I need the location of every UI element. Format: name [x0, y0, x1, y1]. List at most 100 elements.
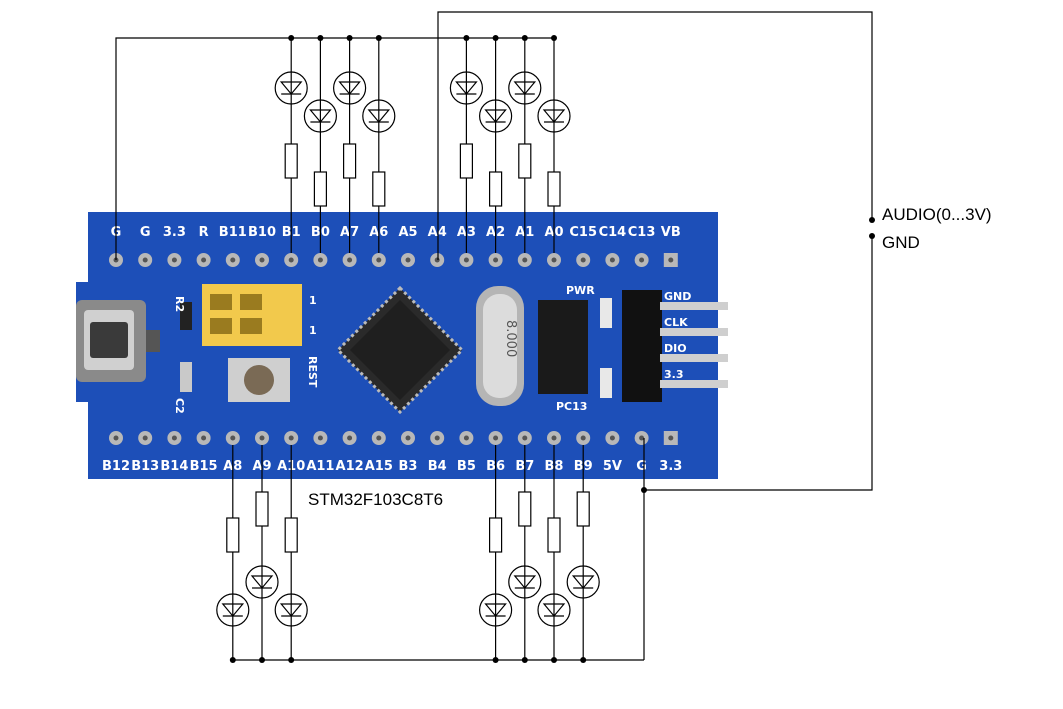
led-symbol: [303, 99, 337, 133]
top-bus-wire: [115, 37, 556, 260]
top-pin-label: B10: [248, 225, 276, 240]
resistor-symbol: [489, 171, 503, 207]
pad-hole: [668, 435, 674, 441]
led-symbol: [449, 71, 483, 105]
pad-hole: [609, 257, 615, 263]
reset-label: REST: [306, 356, 319, 388]
header-label-clk: CLK: [664, 316, 688, 329]
pad-hole: [259, 435, 265, 441]
pad-hole: [551, 435, 557, 441]
bottom-pin-label: A11: [306, 459, 334, 474]
bottom-pin-label: A12: [336, 459, 364, 474]
c2-capacitor: [180, 362, 192, 392]
resistor-symbol: [255, 491, 269, 527]
jumper-mark-2: 1: [309, 324, 317, 337]
pad-hole: [230, 257, 236, 263]
gnd-label: GND: [882, 233, 920, 252]
bottom-pin-label: B3: [399, 459, 418, 474]
pad-hole: [405, 435, 411, 441]
resistor-symbol: [518, 491, 532, 527]
resistor-symbol: [489, 517, 503, 553]
pad-hole: [463, 257, 469, 263]
jumper-mark-1: 1: [309, 294, 317, 307]
pad-hole: [347, 257, 353, 263]
pad-hole: [201, 435, 207, 441]
r2-resistor: [180, 302, 192, 330]
header-label-dio: DIO: [664, 342, 687, 355]
bottom-pin-label: B4: [428, 459, 447, 474]
pad-hole: [522, 257, 528, 263]
top-pin-label: 3.3: [163, 225, 186, 240]
led-symbol: [508, 565, 542, 599]
pad-hole: [376, 435, 382, 441]
resistor-symbol: [518, 143, 532, 179]
chip-name-label: STM32F103C8T6: [308, 490, 443, 509]
top-pin-label: A5: [398, 225, 417, 240]
resistor-symbol: [459, 143, 473, 179]
crystal-label: 8.000: [503, 320, 518, 357]
pad-hole: [142, 257, 148, 263]
pad-hole: [668, 257, 674, 263]
led-symbol: [245, 565, 279, 599]
reset-button: REST: [228, 356, 319, 402]
pwr-led: [600, 298, 612, 328]
junction-dot: [229, 657, 236, 663]
audio-input-wire: [437, 11, 873, 260]
resistor-symbol: [313, 171, 327, 207]
top-pin-label: C13: [628, 225, 656, 240]
led-symbol: [566, 565, 600, 599]
header-label-gnd: GND: [664, 290, 691, 303]
resistor-symbol: [547, 517, 561, 553]
audio-gnd-wire: [644, 236, 873, 491]
pad-hole: [580, 257, 586, 263]
top-pin-label: B11: [219, 225, 247, 240]
pad-hole: [493, 257, 499, 263]
pad-hole: [580, 435, 586, 441]
bottom-pin-label: G: [636, 459, 647, 474]
usb-connector: [76, 300, 160, 382]
top-pin-label: G: [140, 225, 151, 240]
top-pin-label: R: [199, 225, 209, 240]
led-symbol: [537, 99, 571, 133]
junction-dot: [492, 657, 499, 663]
mcu-chip: [335, 285, 465, 415]
led-symbol: [274, 593, 308, 627]
r2-label: R2: [173, 296, 186, 312]
pad-hole: [639, 257, 645, 263]
top-pin-label: C15: [569, 225, 597, 240]
led-symbol: [479, 593, 513, 627]
pad-hole: [317, 435, 323, 441]
pad-hole: [230, 435, 236, 441]
pad-hole: [347, 435, 353, 441]
pc13-led: [600, 368, 612, 398]
junction-dot: [580, 657, 587, 663]
pad-hole: [551, 257, 557, 263]
bottom-pin-label: B14: [160, 459, 188, 474]
pad-hole: [201, 257, 207, 263]
header-label-3v3: 3.3: [664, 368, 684, 381]
pad-hole: [288, 257, 294, 263]
junction-dot: [521, 657, 528, 663]
gnd-terminal: [869, 233, 875, 239]
pad-hole: [376, 257, 382, 263]
voltage-regulator: [538, 300, 588, 394]
pad-hole: [288, 435, 294, 441]
wires: [115, 11, 873, 661]
audio-label: AUDIO(0...3V): [882, 205, 992, 224]
junction-dot: [288, 35, 295, 41]
resistor-symbol: [284, 517, 298, 553]
junction-dot: [521, 35, 528, 41]
led-symbol: [479, 99, 513, 133]
resistor-symbol: [226, 517, 240, 553]
pad-hole: [639, 435, 645, 441]
pad-hole: [259, 257, 265, 263]
pad-hole: [171, 257, 177, 263]
junction-dot: [463, 35, 470, 41]
pad-hole: [405, 257, 411, 263]
resistor-symbol: [547, 171, 561, 207]
led-chains: [216, 35, 600, 663]
junction-dot: [551, 657, 557, 663]
bottom-pin-label: B15: [190, 459, 218, 474]
